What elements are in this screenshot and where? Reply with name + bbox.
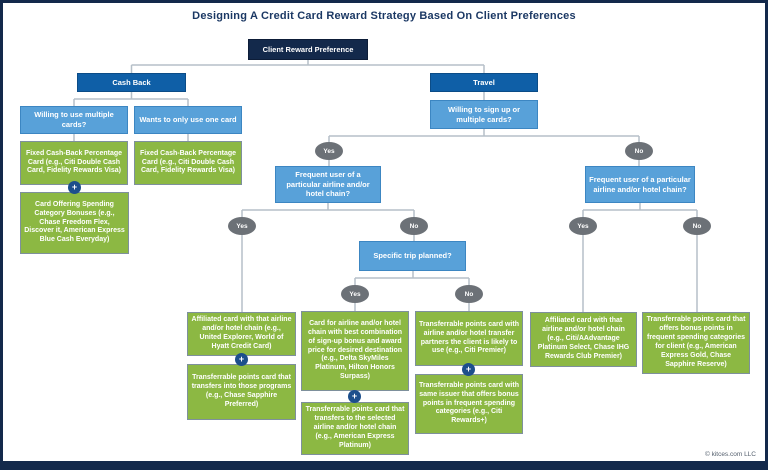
plus-icon: +	[348, 390, 361, 403]
oval-freq-right-no: No	[683, 217, 711, 235]
oval-trip-yes: Yes	[341, 285, 369, 303]
plus-icon: +	[235, 353, 248, 366]
page-title: Designing A Credit Card Reward Strategy …	[192, 10, 576, 22]
card-fixed-cashback-multi: Fixed Cash-Back Percentage Card (e.g., C…	[20, 141, 128, 185]
card-best-signup-combo: Card for airline and/or hotel chain with…	[301, 311, 409, 391]
question-frequent-user-right: Frequent user of a particular airline an…	[585, 166, 695, 203]
card-spending-category-bonuses: Card Offering Spending Category Bonuses …	[20, 192, 129, 254]
oval-freq-left-yes: Yes	[228, 217, 256, 235]
root-node-client-reward-preference: Client Reward Preference	[248, 39, 368, 60]
card-fixed-cashback-single: Fixed Cash-Back Percentage Card (e.g., C…	[134, 141, 242, 185]
card-affiliated-single: Affiliated card with that airline and/or…	[530, 312, 637, 367]
card-affiliated-airline-hotel: Affiliated card with that airline and/or…	[187, 312, 296, 356]
card-transfer-partners: Transferrable points card with airline a…	[415, 311, 523, 366]
bottom-bar	[3, 461, 765, 467]
branch-travel: Travel	[430, 73, 538, 92]
card-same-issuer-bonus: Transferrable points card with same issu…	[415, 374, 523, 434]
branch-cash-back: Cash Back	[77, 73, 186, 92]
question-frequent-user-left: Frequent user of a particular airline an…	[275, 166, 381, 203]
plus-icon: +	[68, 181, 81, 194]
card-transferrable-bonus-single: Transferrable points card that offers bo…	[642, 312, 750, 374]
oval-freq-left-no: No	[400, 217, 428, 235]
card-transfers-to-selected: Transferrable points card that transfers…	[301, 402, 409, 455]
oval-travel-no: No	[625, 142, 653, 160]
oval-freq-right-yes: Yes	[569, 217, 597, 235]
oval-trip-no: No	[455, 285, 483, 303]
question-willing-multiple-cards: Willing to use multiple cards?	[20, 106, 128, 134]
copyright-text: © kitces.com LLC	[704, 451, 756, 458]
oval-travel-yes: Yes	[315, 142, 343, 160]
question-only-one-card: Wants to only use one card	[134, 106, 242, 134]
plus-icon: +	[462, 363, 475, 376]
question-specific-trip: Specific trip planned?	[359, 241, 466, 271]
question-willing-sign-up: Willing to sign up or multiple cards?	[430, 100, 538, 129]
card-transferrable-into-programs: Transferrable points card that transfers…	[187, 364, 296, 420]
